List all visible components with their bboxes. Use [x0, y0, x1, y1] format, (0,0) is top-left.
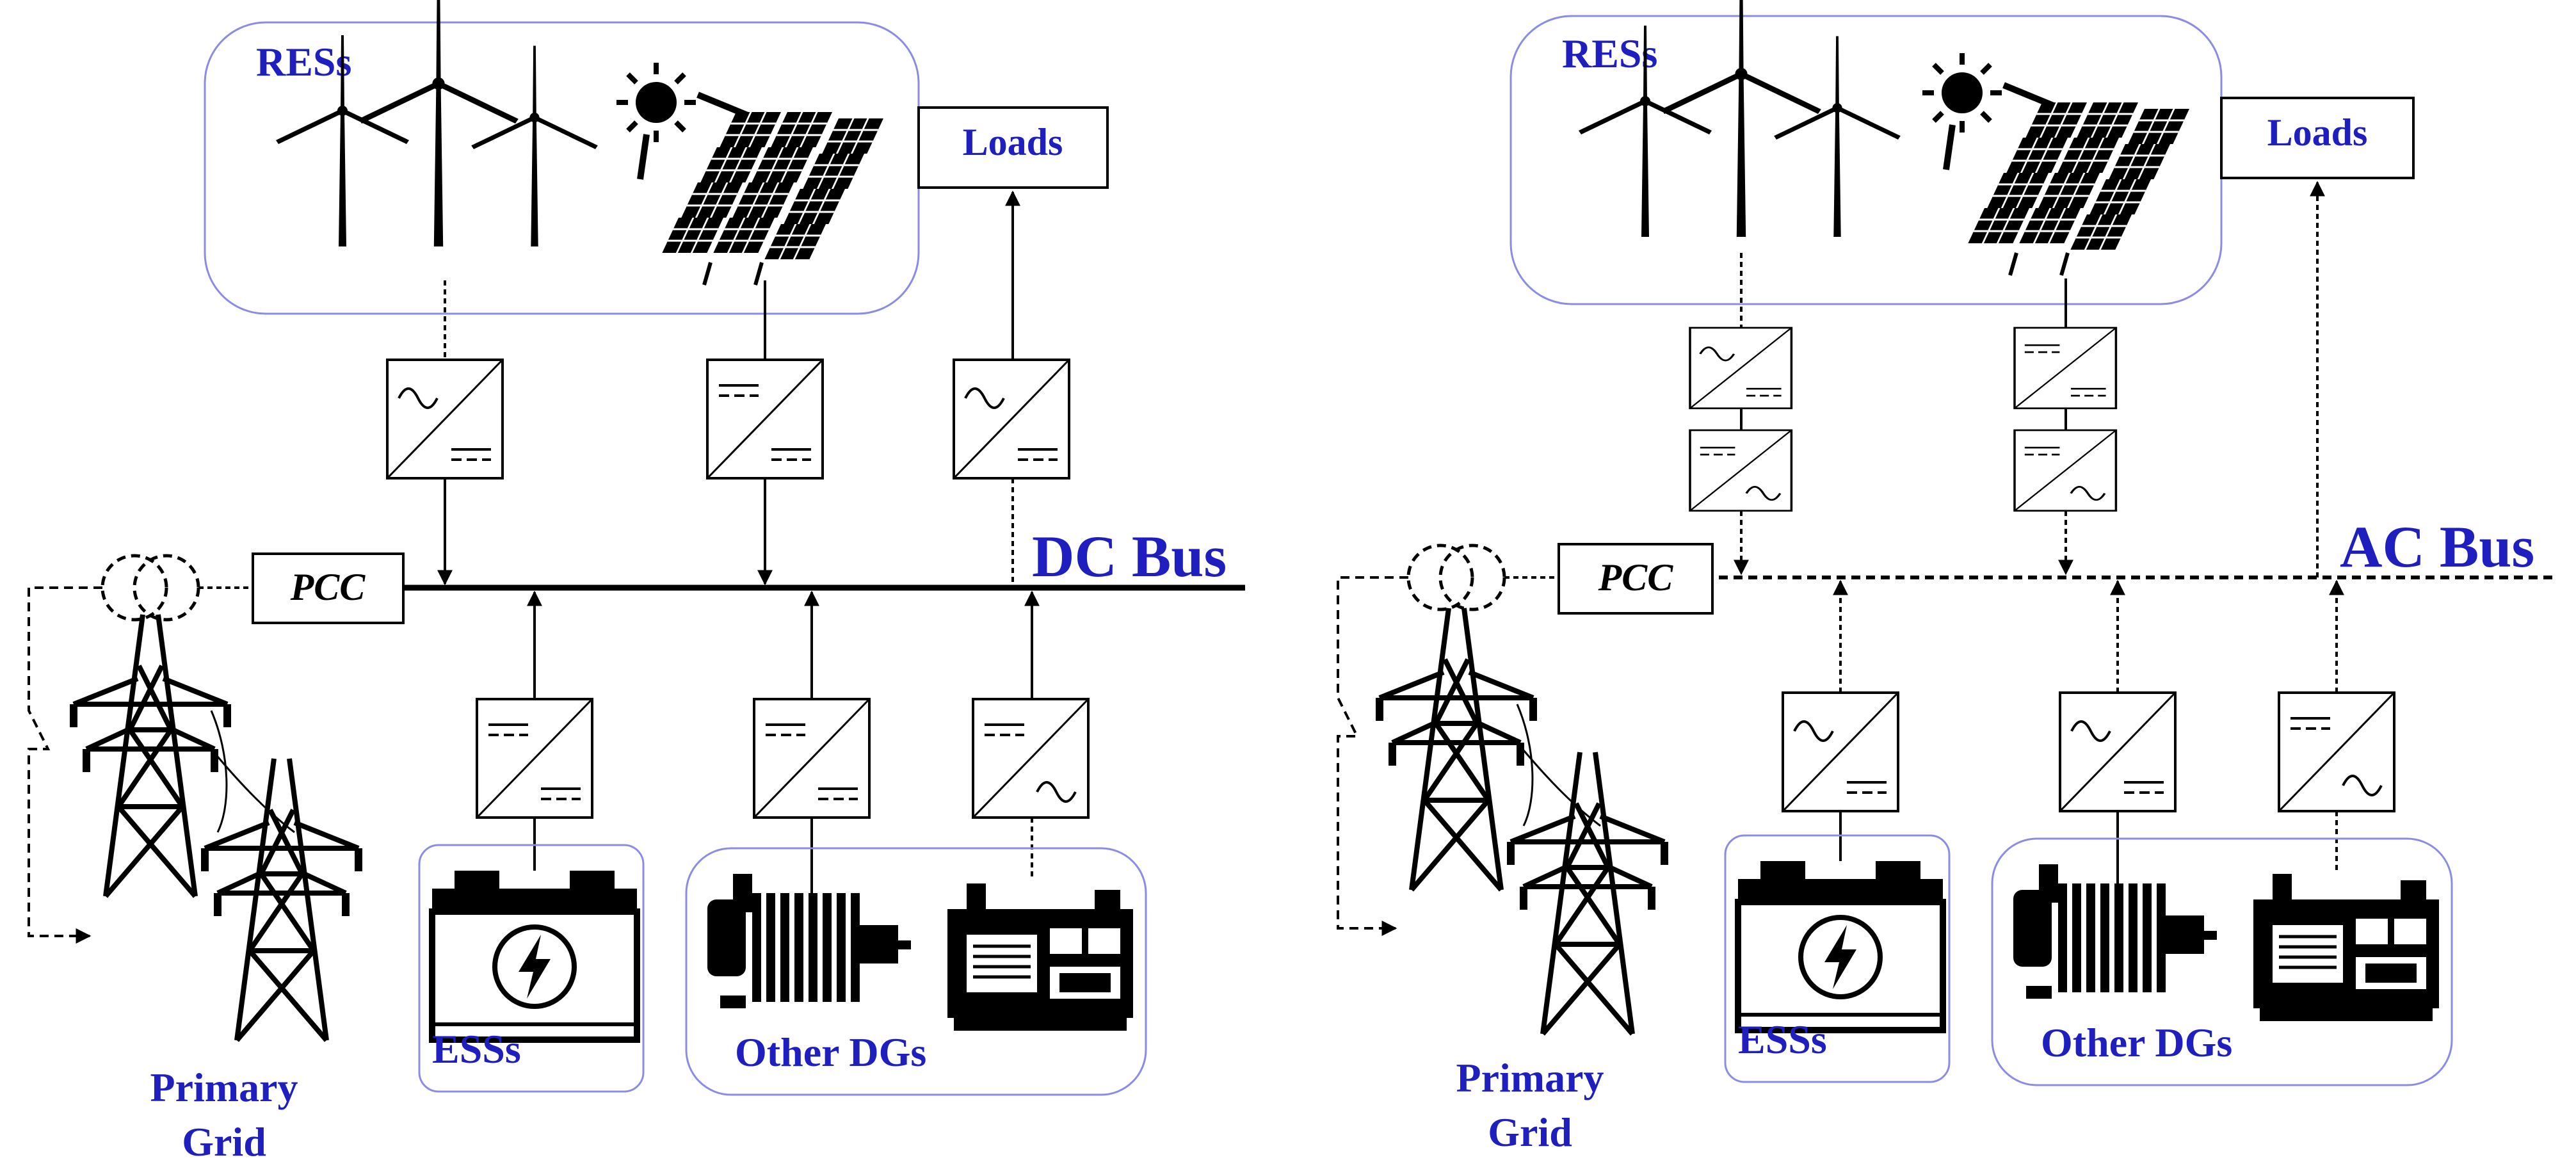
- power-lines: [210, 710, 295, 834]
- ress-label: RESs: [1562, 31, 1657, 76]
- other-dgs-group-box: [685, 847, 1147, 1096]
- loads-box: [917, 106, 1109, 189]
- pcc-box: [1558, 543, 1714, 615]
- power-lines: [1516, 704, 1601, 827]
- dc-ac-converter: [972, 698, 1090, 819]
- battery-icon: [432, 871, 637, 1040]
- motor-icon: [2013, 864, 2217, 999]
- grid-label-line1: Primary: [1456, 1055, 1604, 1100]
- ess-label: ESSs: [1738, 1017, 1827, 1062]
- other-dgs-label: Other DGs: [2041, 1020, 2232, 1065]
- pcc-label: PCC: [290, 566, 366, 608]
- grid-label-line1: Primary: [150, 1065, 298, 1110]
- grid-label-line2: Grid: [1488, 1109, 1572, 1155]
- sun-icon: [616, 63, 696, 142]
- pcc-label: PCC: [1598, 556, 1674, 599]
- loads-box: [2220, 97, 2415, 179]
- solar-panel-icon: [662, 112, 883, 285]
- battery-icon: [1738, 861, 1943, 1030]
- dc-bus-label: DC Bus: [1032, 524, 1227, 589]
- grid-label-line2: Grid: [182, 1119, 266, 1165]
- wind-turbine-icon: [1774, 36, 1901, 237]
- other-dgs-label: Other DGs: [735, 1029, 926, 1075]
- pcc-box: [252, 552, 405, 624]
- transformer-icon: [102, 556, 198, 620]
- sun-ray: [1943, 124, 1956, 170]
- ac-dc-converter: [2059, 691, 2177, 812]
- ac-dc-converter: [1689, 327, 1793, 410]
- dc-microgrid-panel: RESs Loads DC Bus PCC Primary Grid: [28, 0, 1245, 1165]
- ess-group-box: [418, 844, 645, 1093]
- dc-ac-converter: [2013, 429, 2118, 512]
- dc-ac-converter: [1689, 429, 1793, 512]
- ac-dc-converter: [1782, 691, 1899, 812]
- sun-ray: [637, 134, 650, 180]
- transformer-icon: [1408, 545, 1504, 609]
- dc-dc-converter: [2013, 327, 2118, 410]
- dc-dc-converter: [753, 698, 871, 819]
- wind-turbine-icon: [471, 45, 598, 246]
- dc-dc-converter: [706, 359, 824, 480]
- loads-label: Loads: [963, 121, 1063, 163]
- wind-turbine-icon: [358, 0, 519, 247]
- solar-panel-icon: [1968, 102, 2189, 275]
- grid-connection-line: [28, 586, 102, 944]
- loads-label: Loads: [2267, 111, 2368, 154]
- ac-dc-converter: [953, 359, 1070, 480]
- diesel-generator-icon: [2253, 874, 2439, 1021]
- ess-label: ESSs: [432, 1026, 521, 1072]
- dc-dc-converter: [476, 698, 593, 819]
- ress-label: RESs: [256, 39, 351, 85]
- other-dgs-group-box: [1991, 837, 2453, 1086]
- motor-icon: [707, 874, 911, 1008]
- ac-dc-converter: [386, 359, 504, 480]
- sun-icon: [1922, 53, 2002, 133]
- ac-microgrid-panel: RESs Loads AC Bus PCC Primary Grid: [1337, 0, 2557, 1155]
- grid-connection-line: [1337, 576, 1408, 936]
- ac-ac-converter: [2278, 691, 2395, 812]
- ess-group-box: [1724, 834, 1951, 1083]
- ac-bus-label: AC Bus: [2340, 514, 2534, 579]
- diesel-generator-icon: [947, 883, 1133, 1031]
